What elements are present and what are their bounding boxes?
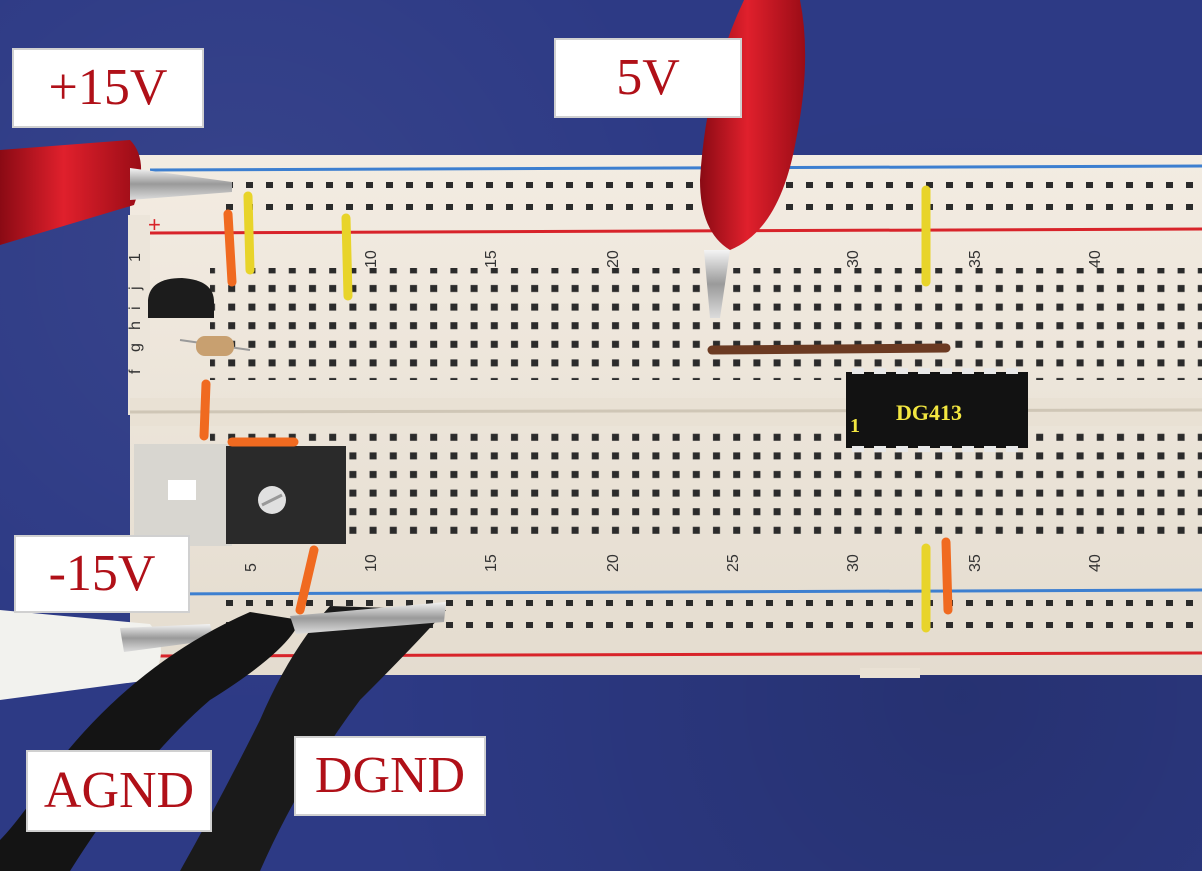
wire-yellow xyxy=(341,213,353,301)
chip-pin xyxy=(896,446,908,452)
lower-col-20: 20 xyxy=(605,554,622,572)
upper-col-10: 10 xyxy=(363,250,380,268)
chip-pin xyxy=(962,446,974,452)
row-letter-j: j xyxy=(127,286,144,291)
left-edge-rail xyxy=(128,215,150,415)
voltage-regulator xyxy=(226,446,346,544)
red-clip-plus15v xyxy=(0,140,142,245)
chip-pin xyxy=(852,368,864,374)
center-channel-groove xyxy=(129,408,1202,414)
row-letter-h: h xyxy=(127,321,144,330)
upper-col-35: 35 xyxy=(967,250,984,268)
lower-col-5: 5 xyxy=(243,563,260,572)
chip-name: DG413 xyxy=(896,400,962,425)
top-rail-blue-line xyxy=(149,164,1202,172)
wire-yellow xyxy=(243,191,255,275)
lower-terminal-holes xyxy=(210,432,1202,544)
bottom-rail-blue-line xyxy=(149,588,1202,596)
lower-col-30: 30 xyxy=(845,554,862,572)
chip-pin xyxy=(852,446,864,452)
chip-pin xyxy=(874,446,886,452)
lower-column-numbers: 5 10 15 20 25 30 35 40 xyxy=(243,554,1104,572)
red-clip-5v-jaw xyxy=(704,250,730,318)
transistor xyxy=(148,278,214,318)
chip-pin xyxy=(984,446,996,452)
upper-terminal-holes xyxy=(210,268,1202,380)
red-clip-jaw xyxy=(130,168,232,200)
upper-col-30: 30 xyxy=(845,250,862,268)
chip-pin xyxy=(962,368,974,374)
row-letters: j i h g f xyxy=(127,286,144,374)
potentiometer-knob-slot xyxy=(168,480,196,500)
row-letter-i: i xyxy=(127,306,144,310)
chip-pin xyxy=(1006,446,1018,452)
label-agnd: AGND xyxy=(26,750,212,832)
label-plus-15v: +15V xyxy=(12,48,204,128)
label-minus-15v: -15V xyxy=(14,535,190,613)
chip-pin xyxy=(940,368,952,374)
lower-col-35: 35 xyxy=(967,554,984,572)
chip-pin xyxy=(918,368,930,374)
chip-pin xyxy=(874,368,886,374)
upper-column-numbers: 1 10 15 20 30 35 40 xyxy=(127,250,1104,268)
upper-col-15: 15 xyxy=(483,250,500,268)
lower-col-40: 40 xyxy=(1087,554,1104,572)
row-letter-f: f xyxy=(127,369,144,374)
chip-pins xyxy=(852,368,1018,452)
dg413-chip xyxy=(846,372,1028,448)
board-notch xyxy=(860,668,920,678)
black-clip-jaw xyxy=(290,602,446,634)
chip-pin xyxy=(940,446,952,452)
wire-orange xyxy=(295,545,319,615)
jumper-wires xyxy=(199,185,953,633)
lower-col-15: 15 xyxy=(483,554,500,572)
label-dgnd: DGND xyxy=(294,736,486,816)
wire-orange xyxy=(199,379,211,441)
wire-orange xyxy=(941,537,953,615)
upper-col-20: 20 xyxy=(605,250,622,268)
chip-pin xyxy=(1006,368,1018,374)
components: 1 DG413 xyxy=(134,278,1028,546)
chip-pin1-label: 1 xyxy=(850,415,860,437)
chip-pin xyxy=(984,368,996,374)
breadboard: + 1 10 15 20 30 35 40 j i h g f xyxy=(127,155,1202,678)
row-letter-g: g xyxy=(127,343,144,352)
regulator-screw-slot xyxy=(261,493,283,507)
wire-brown xyxy=(707,343,951,355)
label-5v: 5V xyxy=(554,38,742,118)
upper-col-1: 1 xyxy=(127,253,144,262)
resistor-body xyxy=(196,336,234,356)
wire-orange xyxy=(223,209,237,287)
chip-pin xyxy=(918,446,930,452)
rail-plus-symbol: + xyxy=(148,212,161,237)
chip-pin xyxy=(896,368,908,374)
white-clip-jaw xyxy=(120,624,214,652)
upper-col-40: 40 xyxy=(1087,250,1104,268)
top-rail-red-line xyxy=(149,227,1202,235)
lower-col-10: 10 xyxy=(363,554,380,572)
lower-col-25: 25 xyxy=(725,554,742,572)
